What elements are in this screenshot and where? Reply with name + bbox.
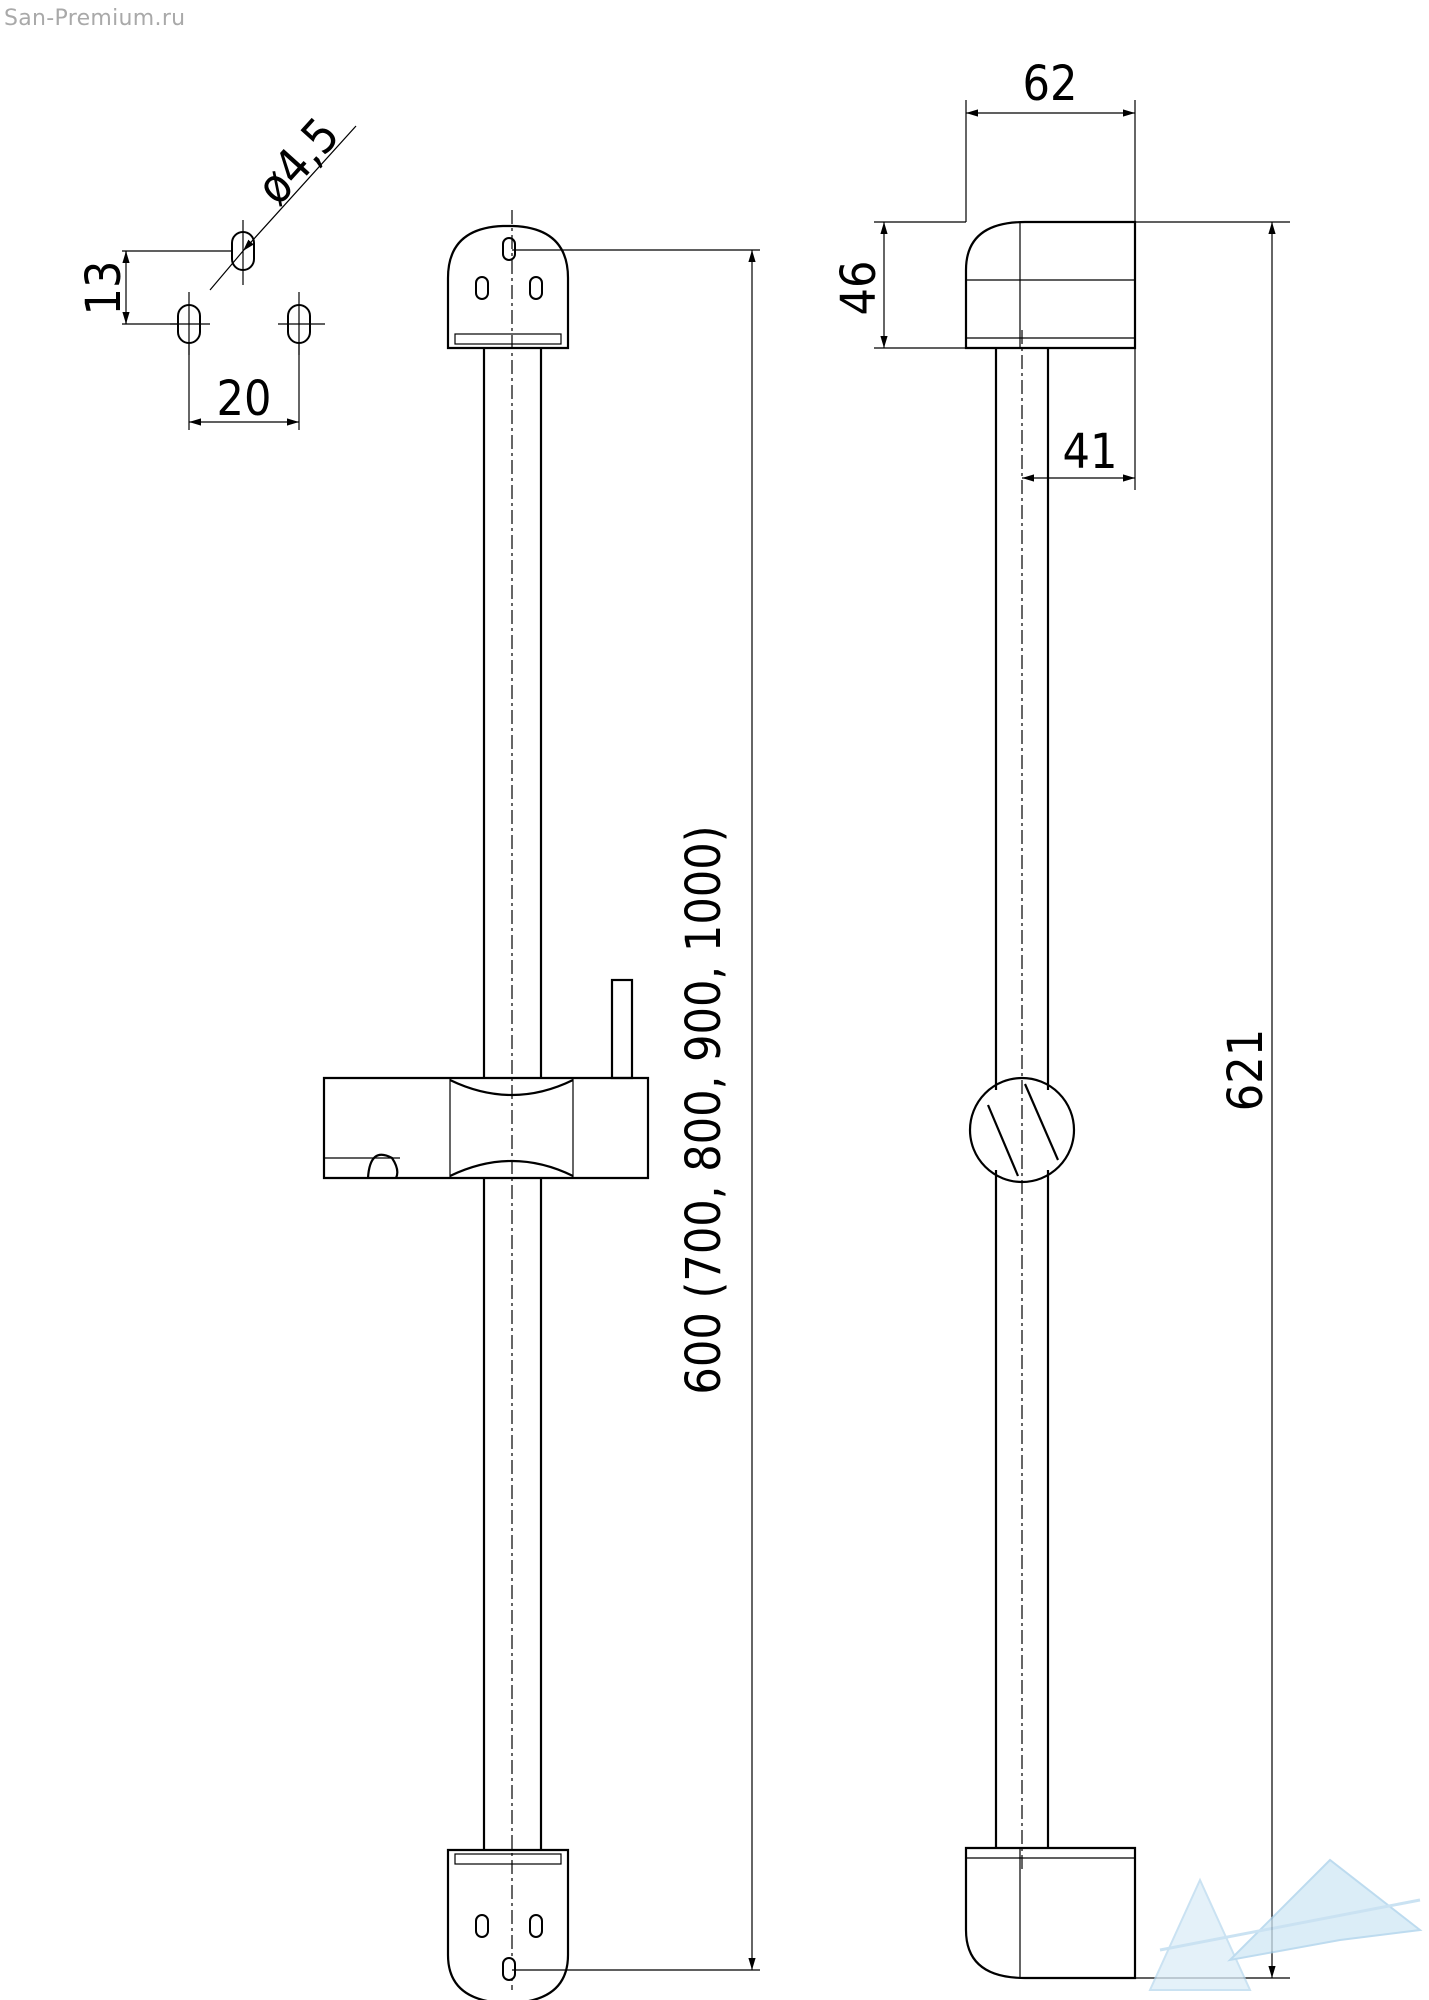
- dim-hole-horizontal: 20: [217, 371, 272, 427]
- dim-bracket-height: 46: [831, 261, 887, 316]
- bottom-bracket: [446, 1848, 570, 2000]
- side-bottom-bracket: [964, 1846, 1137, 1980]
- front-view: [322, 210, 760, 2000]
- dim-hole-diameter: ø4,5: [245, 107, 350, 215]
- hole-pattern: [122, 125, 357, 430]
- slider-pin: [610, 978, 634, 1080]
- dim-bar-offset: 41: [1063, 424, 1118, 480]
- dim-bracket-depth: 62: [1023, 56, 1078, 112]
- side-top-bracket: [964, 220, 1137, 350]
- side-slider-knob: [968, 1076, 1076, 1184]
- san-premium-logo-icon: [1148, 1858, 1423, 1991]
- dim-hole-vertical: 13: [76, 261, 132, 316]
- slider-body: [322, 1076, 650, 1180]
- top-bracket: [446, 224, 570, 350]
- dim-bar-length: 600 (700, 800, 900, 1000): [676, 825, 732, 1394]
- side-view: [874, 100, 1290, 1980]
- dim-total-height: 621: [1218, 1029, 1274, 1111]
- site-watermark: San-Premium.ru: [4, 6, 186, 31]
